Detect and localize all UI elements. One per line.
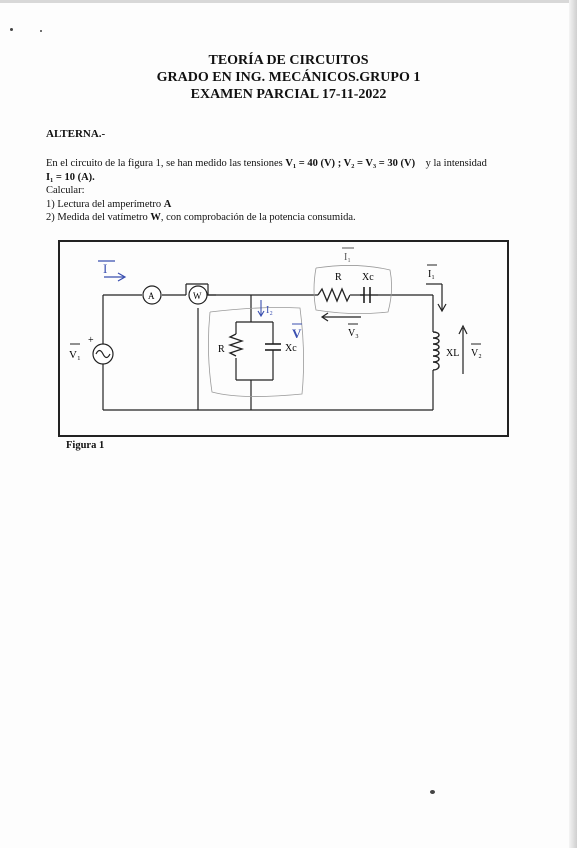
v3-label: V₃	[348, 328, 359, 339]
page-top-edge	[0, 0, 577, 3]
handwritten-v-label: V	[292, 326, 302, 341]
i1-arrow-icon	[426, 283, 447, 313]
wattmeter-label: W	[193, 291, 202, 301]
parallel-resistor-icon	[227, 333, 245, 357]
value-v1: V₁ = 40 (V)	[285, 158, 336, 169]
section-title: ALTERNA.-	[46, 128, 106, 140]
statement-line-2: I₁ = 10 (A).	[46, 171, 546, 185]
page-right-edge	[569, 0, 577, 848]
speck-mark	[40, 30, 42, 32]
value-v2-v3: V₂ = V₃ = 30 (V)	[343, 158, 416, 169]
series-resistor-label: R	[335, 272, 342, 283]
handwritten-i1-label: I₁	[344, 252, 351, 263]
speck-mark	[10, 28, 13, 31]
source-v1-label: V₁	[69, 349, 81, 361]
parallel-capacitor-icon	[265, 343, 281, 351]
v2-label: V₂	[471, 348, 482, 359]
header-degree: GRADO EN ING. MECÁNICOS.GRUPO 1	[156, 70, 421, 85]
question-2: 2) Medida del vatímetro W, con comprobac…	[46, 212, 356, 223]
pencil-sketch-outline-series	[313, 265, 392, 314]
speck-mark	[430, 790, 435, 794]
parallel-resistor-label: R	[218, 344, 225, 355]
figure-caption: Figura 1	[66, 440, 105, 451]
v3-arrow-icon	[320, 312, 361, 322]
parallel-capacitor-label: Xc	[285, 343, 297, 354]
ammeter-icon	[142, 285, 162, 305]
statement-calcular: Calcular:	[46, 185, 85, 196]
pencil-sketch-outline	[208, 307, 304, 397]
series-resistor-icon	[317, 287, 351, 303]
exam-header: TEORÍA DE CIRCUITOS GRADO EN ING. MECÁNI…	[0, 52, 577, 103]
source-plus-sign: +	[88, 335, 94, 346]
ammeter-label: A	[148, 291, 155, 301]
inductor-icon	[432, 331, 440, 371]
question-1: 1) Lectura del amperímetro A	[46, 198, 172, 210]
statement-line-1: En el circuito de la figura 1, se han me…	[46, 158, 487, 169]
circuit-diagram: + V₁ A W I R Xc	[69, 247, 482, 411]
problem-statement: En el circuito de la figura 1, se han me…	[46, 157, 546, 225]
series-capacitor-label: Xc	[362, 272, 374, 283]
figure-frame	[58, 240, 509, 437]
circuit-wires	[102, 283, 434, 411]
handwritten-i2-arrow-icon	[257, 300, 265, 318]
header-exam-date: EXAMEN PARCIAL 17-11-2022	[190, 87, 387, 102]
header-title: TEORÍA DE CIRCUITOS	[208, 53, 369, 68]
handwritten-i2-label: I₂	[266, 305, 273, 316]
handwritten-current-label: I	[103, 261, 107, 276]
i1-label: I₁	[428, 269, 435, 280]
value-i1: I₁ = 10 (A).	[46, 171, 95, 183]
wattmeter-icon	[188, 285, 208, 305]
v2-arrow-icon	[458, 324, 468, 374]
ac-source-icon	[92, 343, 114, 365]
inductor-label: XL	[446, 348, 459, 359]
handwritten-current-arrow-icon	[98, 260, 127, 282]
